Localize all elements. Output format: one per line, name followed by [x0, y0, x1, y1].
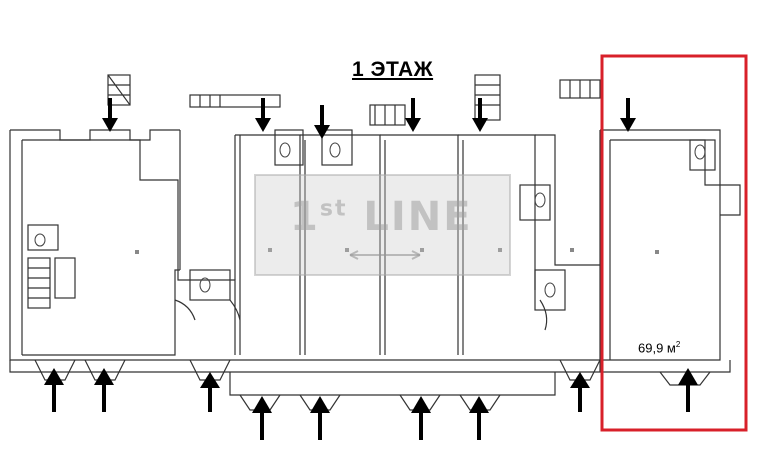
- unit-area-label: 69,9 м2: [638, 340, 680, 355]
- watermark-text: 1st LINE: [290, 194, 473, 240]
- room-markers: [135, 248, 659, 254]
- toilet-icon: [34, 142, 706, 298]
- plan-walls: [9, 74, 741, 411]
- watermark-word: LINE: [363, 194, 473, 240]
- watermark: [254, 174, 511, 276]
- watermark-sup: st: [319, 196, 348, 222]
- unit-area-sup: 2: [675, 340, 681, 349]
- arrow-icon: [44, 98, 698, 440]
- watermark-prefix: 1: [290, 194, 320, 240]
- floor-title: 1 ЭТАЖ: [352, 58, 434, 81]
- highlighted-unit-frame: [600, 54, 748, 432]
- unit-area-value: 69,9 м: [638, 340, 676, 356]
